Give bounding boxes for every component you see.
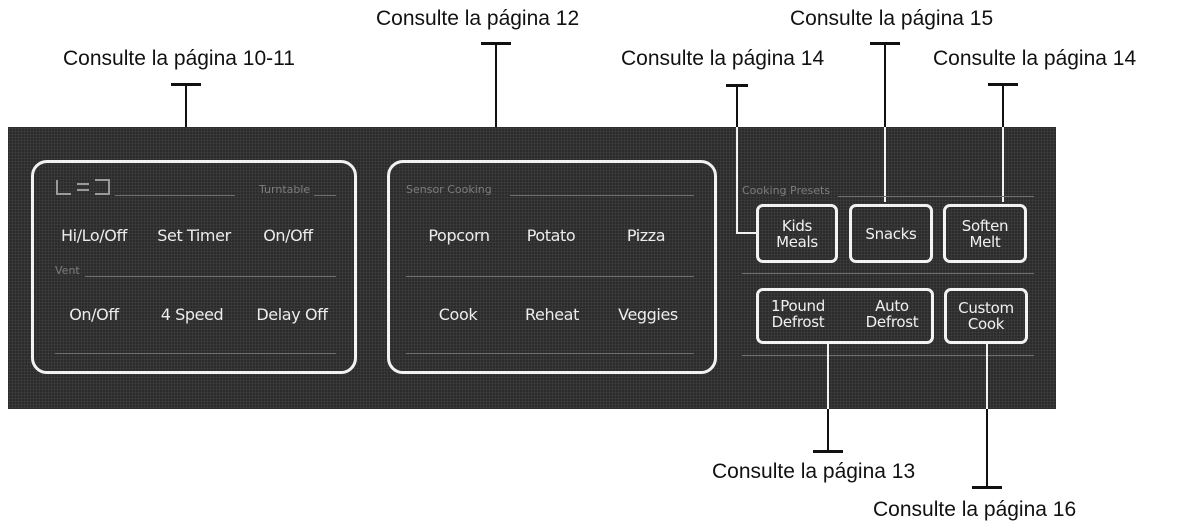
display-timer-vent-group (31, 160, 357, 374)
leader-line (827, 344, 829, 409)
cook-button[interactable]: Cook (438, 305, 478, 324)
reheat-button[interactable]: Reheat (525, 305, 579, 324)
cooking-presets-title: Cooking Presets (742, 184, 831, 197)
callout-page-14-soften: Consulte la página 14 (933, 47, 1137, 70)
turntable-on-off-button[interactable]: On/Off (263, 226, 313, 245)
display-icon (56, 179, 110, 195)
leader-cap (972, 486, 1002, 489)
callout-page-10-11: Consulte la página 10-11 (63, 47, 295, 70)
leader-line (185, 84, 187, 160)
leader-line (986, 344, 988, 409)
rule (406, 353, 694, 354)
defrost-button-group (756, 288, 934, 344)
one-pound-defrost-button[interactable]: 1Pound Defrost (771, 297, 825, 331)
leader-line (884, 43, 886, 200)
leader-line (986, 409, 988, 487)
rule (742, 273, 1034, 274)
callout-page-13: Consulte la página 13 (712, 460, 916, 483)
rule (115, 195, 235, 196)
snacks-button[interactable]: Snacks (849, 204, 933, 263)
veggies-button[interactable]: Veggies (618, 305, 678, 324)
kids-meals-button[interactable]: Kids Meals (756, 204, 838, 263)
callout-page-15: Consulte la página 15 (790, 7, 994, 30)
popcorn-button[interactable]: Popcorn (428, 226, 490, 245)
leader-line (495, 43, 497, 161)
rule (742, 355, 1034, 356)
rule (314, 195, 336, 196)
turntable-label: Turntable (259, 183, 311, 196)
leader-cap (813, 450, 843, 453)
leader-line (1002, 127, 1004, 202)
sensor-cooking-group (387, 160, 717, 374)
leader-line (736, 127, 738, 234)
rule (838, 196, 1034, 197)
rule (510, 195, 694, 196)
rule (406, 276, 694, 277)
callout-page-16: Consulte la página 16 (873, 498, 1077, 521)
vent-label: Vent (55, 264, 80, 277)
leader-line (884, 127, 886, 202)
rule (55, 353, 336, 354)
auto-defrost-button[interactable]: Auto Defrost (865, 297, 919, 331)
vent-delay-off-button[interactable]: Delay Off (256, 305, 328, 324)
hi-lo-off-button[interactable]: Hi/Lo/Off (61, 226, 127, 245)
potato-button[interactable]: Potato (526, 226, 576, 245)
leader-line (827, 409, 829, 451)
callout-page-12: Consulte la página 12 (376, 7, 580, 30)
vent-on-off-button[interactable]: On/Off (69, 305, 119, 324)
set-timer-button[interactable]: Set Timer (157, 226, 231, 245)
rule (85, 276, 336, 277)
control-panel (8, 127, 1056, 409)
pizza-button[interactable]: Pizza (626, 226, 666, 245)
callout-page-14-kids: Consulte la página 14 (621, 47, 825, 70)
vent-4-speed-button[interactable]: 4 Speed (160, 305, 224, 324)
leader-line (736, 232, 756, 234)
soften-melt-button[interactable]: Soften Melt (943, 204, 1027, 263)
sensor-cooking-title: Sensor Cooking (406, 183, 492, 196)
custom-cook-button[interactable]: Custom Cook (944, 288, 1028, 344)
